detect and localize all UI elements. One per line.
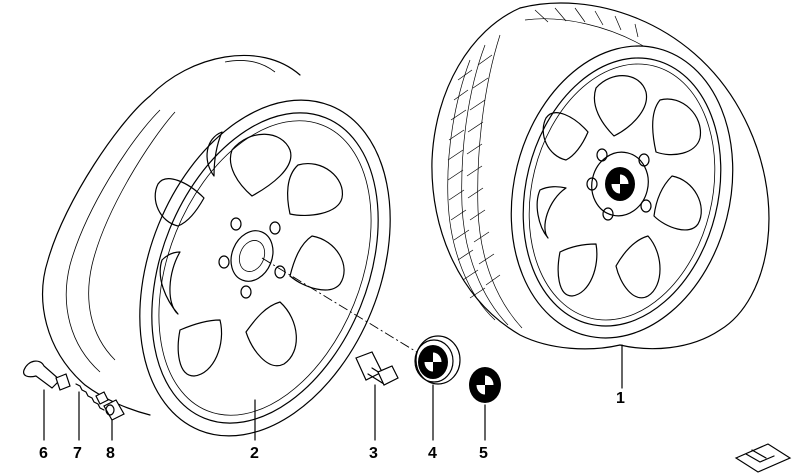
callout-6: 6 (39, 445, 48, 462)
leader-lines (43, 344, 623, 441)
roundel-emblem-icon (610, 173, 630, 195)
valve-cap-drawing (103, 399, 125, 421)
page-corner-icon (734, 443, 792, 473)
wheel-bolt-drawing (355, 351, 399, 386)
rim-spoke-windows (154, 131, 345, 377)
callout-7: 7 (73, 445, 82, 462)
hub-cap-drawing (414, 335, 461, 385)
roundel-emblem-icon (423, 351, 443, 373)
callout-3: 3 (369, 445, 378, 462)
callout-5: 5 (479, 445, 488, 462)
callout-2: 2 (250, 445, 259, 462)
callout-4: 4 (428, 445, 437, 462)
wheel-spoke-windows (536, 75, 702, 299)
valve-stem-drawing (23, 360, 71, 391)
emblem-drawing (469, 367, 501, 403)
axis-line (261, 257, 421, 355)
complete-wheel-drawing (431, 2, 770, 350)
rim-drawing (42, 54, 391, 437)
callout-8: 8 (106, 445, 115, 462)
callout-labels: 1 2 3 4 5 6 7 8 (39, 390, 625, 462)
tyre-tread (447, 7, 651, 329)
wheel-hub (586, 148, 652, 221)
roundel-emblem-icon (475, 374, 495, 396)
valve-core-drawing (75, 383, 109, 411)
callout-1: 1 (616, 390, 625, 407)
